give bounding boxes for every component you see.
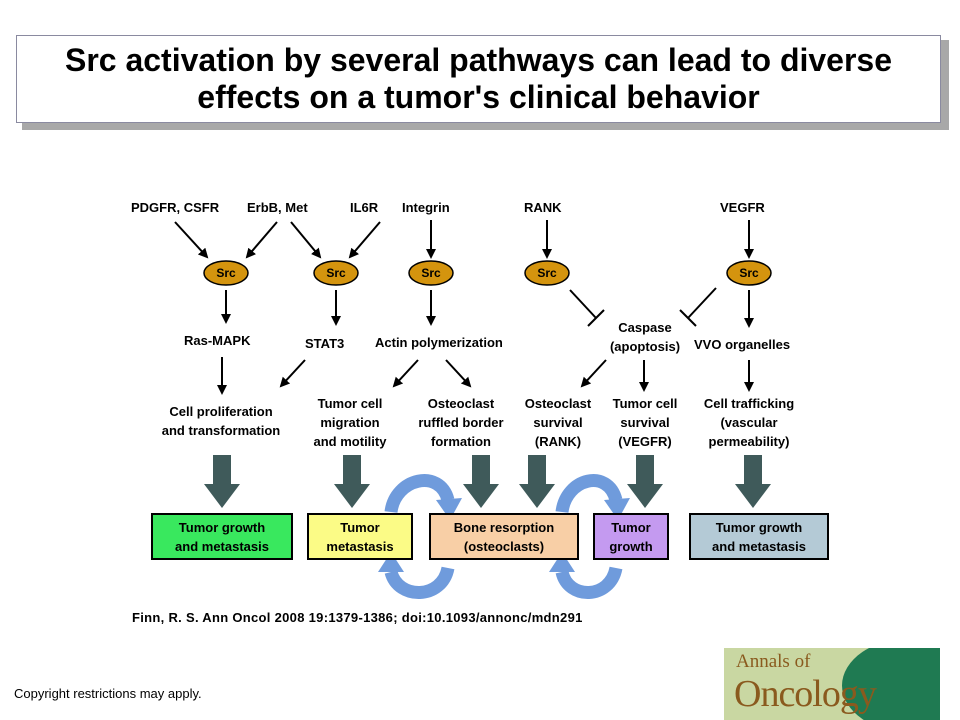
cycle-arrows-left (384, 474, 455, 599)
cycle-arrowheads-right (549, 498, 630, 572)
cycle-arrow-top-right (555, 474, 623, 514)
effect-prolif-2: and transformation (162, 423, 281, 438)
effect-ruffled-3: formation (431, 434, 491, 449)
inhibit-vegfr-caspase (687, 287, 717, 319)
effect-tumor-surv-3: (VEGFR) (618, 434, 671, 449)
logo-line2: Oncology (734, 673, 877, 715)
outcome-text: Tumor (611, 520, 650, 535)
effect-ruffled-1: Osteoclast (428, 396, 495, 411)
effect-prolif-1: Cell proliferation (169, 404, 272, 419)
logo-leaf-shape (842, 648, 940, 720)
effect-osteo-surv-1: Osteoclast (525, 396, 592, 411)
receptor-erbb-met: ErbB, Met (247, 200, 308, 215)
outcome-text: and metastasis (712, 539, 806, 554)
cycle-arrowhead-1 (436, 498, 462, 520)
outcome-text: and metastasis (175, 539, 269, 554)
inhibition-lines (569, 287, 717, 327)
mediator-stat3: STAT3 (305, 336, 344, 351)
src-node-5: Src (726, 260, 772, 286)
src-label: Src (216, 266, 236, 280)
arrow-actin-to-ruffled (445, 359, 472, 388)
arrow-actin-to-migration (392, 359, 419, 388)
effect-osteo-surv-2: survival (533, 415, 582, 430)
receptor-arrows (174, 220, 754, 259)
outcome-bone-resorption: Bone resorption (osteoclasts) (429, 513, 579, 560)
outcome-text: Bone resorption (454, 520, 554, 535)
outcome-text: metastasis (326, 539, 393, 554)
block-arrow-4 (519, 455, 555, 508)
src-node-1: Src (203, 260, 249, 286)
outcome-text: (osteoclasts) (464, 539, 544, 554)
outcome-text: growth (609, 539, 652, 554)
arrow-pdgfr-to-src (174, 221, 209, 259)
src-label: Src (739, 266, 759, 280)
receptor-pdgfr-csfr: PDGFR, CSFR (131, 200, 220, 215)
block-arrow-5 (627, 455, 663, 508)
src-node-4: Src (524, 260, 570, 286)
outcome-text: Tumor growth (716, 520, 802, 535)
page-title: Src activation by several pathways can l… (64, 42, 893, 115)
cycle-arrows-right (555, 474, 623, 599)
mediator-vvo: VVO organelles (694, 337, 790, 352)
src-label: Src (326, 266, 346, 280)
citation: Finn, R. S. Ann Oncol 2008 19:1379-1386;… (132, 610, 583, 625)
mediator-ras-mapk: Ras-MAPK (184, 333, 251, 348)
inhibit-rank-caspase (569, 289, 597, 319)
receptor-vegfr: VEGFR (720, 200, 765, 215)
receptor-integrin: Integrin (402, 200, 450, 215)
arrow-il6r-to-src (348, 221, 381, 259)
arrow-erbb-to-src1 (245, 221, 278, 259)
effect-migration-1: Tumor cell (318, 396, 383, 411)
cycle-arrowhead-3 (604, 498, 630, 520)
src-arrows (221, 290, 754, 328)
block-arrow-1 (204, 455, 240, 508)
outcome-tumor-growth: Tumor growth (593, 513, 669, 560)
cycle-arrowhead-4 (549, 552, 575, 572)
cycle-arrow-bottom-right (555, 566, 623, 599)
receptor-il6r: IL6R (350, 200, 379, 215)
src-node-3: Src (408, 260, 454, 286)
arrow-stat3-to-prolif (279, 359, 306, 388)
inhibit-bar-vegfr (679, 309, 697, 327)
effect-traffic-3: permeability) (709, 434, 790, 449)
outcome-text: Tumor (340, 520, 379, 535)
effect-tumor-surv-2: survival (620, 415, 669, 430)
src-label: Src (421, 266, 441, 280)
mediator-arrows (217, 357, 754, 395)
mediator-caspase-1: Caspase (618, 320, 671, 335)
mediator-caspase-2: (apoptosis) (610, 339, 680, 354)
effect-traffic-2: (vascular (720, 415, 777, 430)
outcome-growth-metastasis-2: Tumor growth and metastasis (689, 513, 829, 560)
src-label: Src (537, 266, 557, 280)
journal-logo: Annals of Oncology (724, 648, 940, 720)
outcome-metastasis: Tumor metastasis (307, 513, 413, 560)
mediator-actin: Actin polymerization (375, 335, 503, 350)
arrow-erbb-to-src2 (290, 221, 322, 259)
outcome-text: Tumor growth (179, 520, 265, 535)
block-arrow-2 (334, 455, 370, 508)
logo-line1: Annals of (736, 651, 811, 672)
cycle-arrowhead-2 (378, 552, 404, 572)
title-box: Src activation by several pathways can l… (16, 35, 941, 123)
receptor-rank: RANK (524, 200, 562, 215)
cycle-arrowheads-left (378, 498, 462, 572)
block-arrow-6 (735, 455, 771, 508)
block-arrow-3 (463, 455, 499, 508)
cycle-arrow-top-left (384, 474, 455, 514)
block-arrows (204, 455, 771, 508)
effect-migration-3: and motility (314, 434, 388, 449)
effect-tumor-surv-1: Tumor cell (613, 396, 678, 411)
arrow-caspase-to-osteo (580, 359, 607, 388)
copyright-notice: Copyright restrictions may apply. (14, 686, 202, 701)
effect-ruffled-2: ruffled border (418, 415, 503, 430)
src-node-2: Src (313, 260, 359, 286)
effect-migration-2: migration (320, 415, 379, 430)
effect-traffic-1: Cell trafficking (704, 396, 794, 411)
outcome-growth-metastasis-1: Tumor growth and metastasis (151, 513, 293, 560)
effect-osteo-surv-3: (RANK) (535, 434, 581, 449)
inhibit-bar-rank (587, 309, 605, 327)
cycle-arrow-bottom-left (384, 566, 455, 599)
